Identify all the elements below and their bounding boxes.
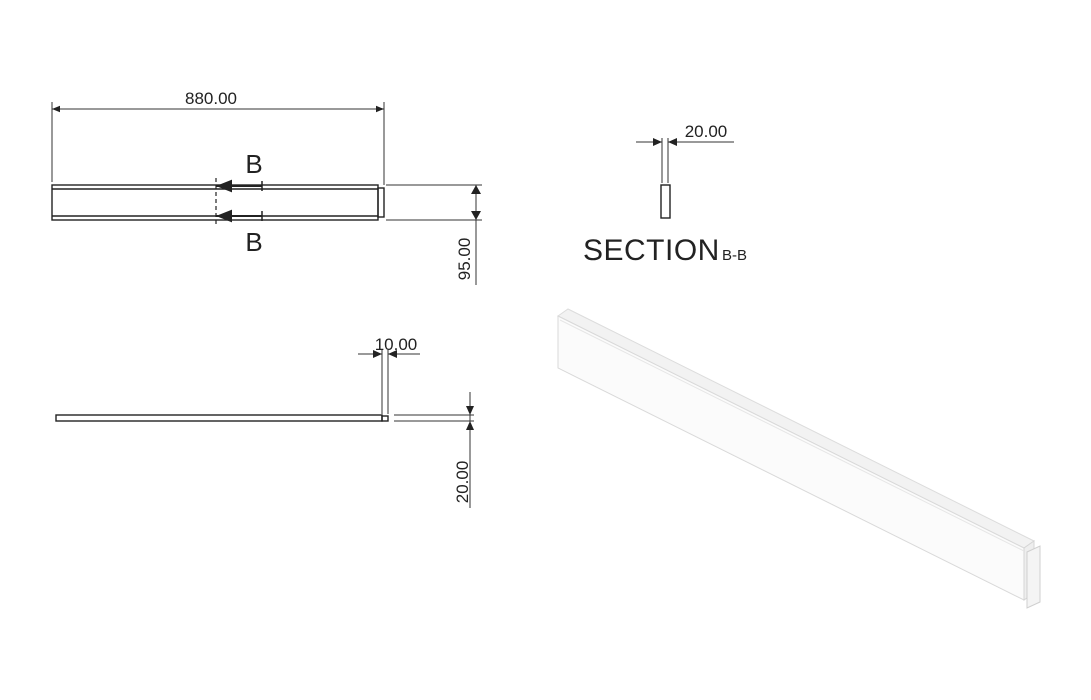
side-thickness-label: 20.00 bbox=[453, 461, 472, 504]
iso-end-tab bbox=[1026, 545, 1041, 609]
top-view-end-tab bbox=[377, 187, 385, 218]
section-thickness-dimension: 20.00 bbox=[636, 122, 734, 183]
section-marker-top: B bbox=[245, 149, 262, 179]
iso-top-face bbox=[557, 308, 1035, 549]
top-view: 880.00 B B 95.00 bbox=[51, 89, 482, 285]
iso-front-face bbox=[557, 315, 1025, 601]
side-view-outline bbox=[55, 414, 383, 422]
length-dimension: 880.00 bbox=[51, 89, 385, 185]
top-view-outline bbox=[51, 184, 379, 221]
isometric-view bbox=[557, 308, 1041, 609]
tab-dimension: 10.00 bbox=[358, 335, 420, 414]
section-thickness-label: 20.00 bbox=[685, 122, 728, 141]
section-view: 20.00 SECTION B-B bbox=[583, 122, 747, 267]
tab-dimension-label: 10.00 bbox=[375, 335, 418, 354]
height-dimension: 95.00 bbox=[386, 184, 482, 285]
side-view: 10.00 20.00 bbox=[55, 335, 474, 508]
length-dimension-label: 880.00 bbox=[185, 89, 237, 108]
section-cut-line: B B bbox=[215, 149, 263, 257]
section-title: SECTION bbox=[583, 234, 720, 267]
height-dimension-label: 95.00 bbox=[455, 238, 474, 281]
section-profile bbox=[660, 184, 671, 219]
section-subtitle: B-B bbox=[722, 247, 747, 264]
section-marker-bottom: B bbox=[245, 227, 262, 257]
side-thickness-dimension: 20.00 bbox=[394, 392, 474, 508]
